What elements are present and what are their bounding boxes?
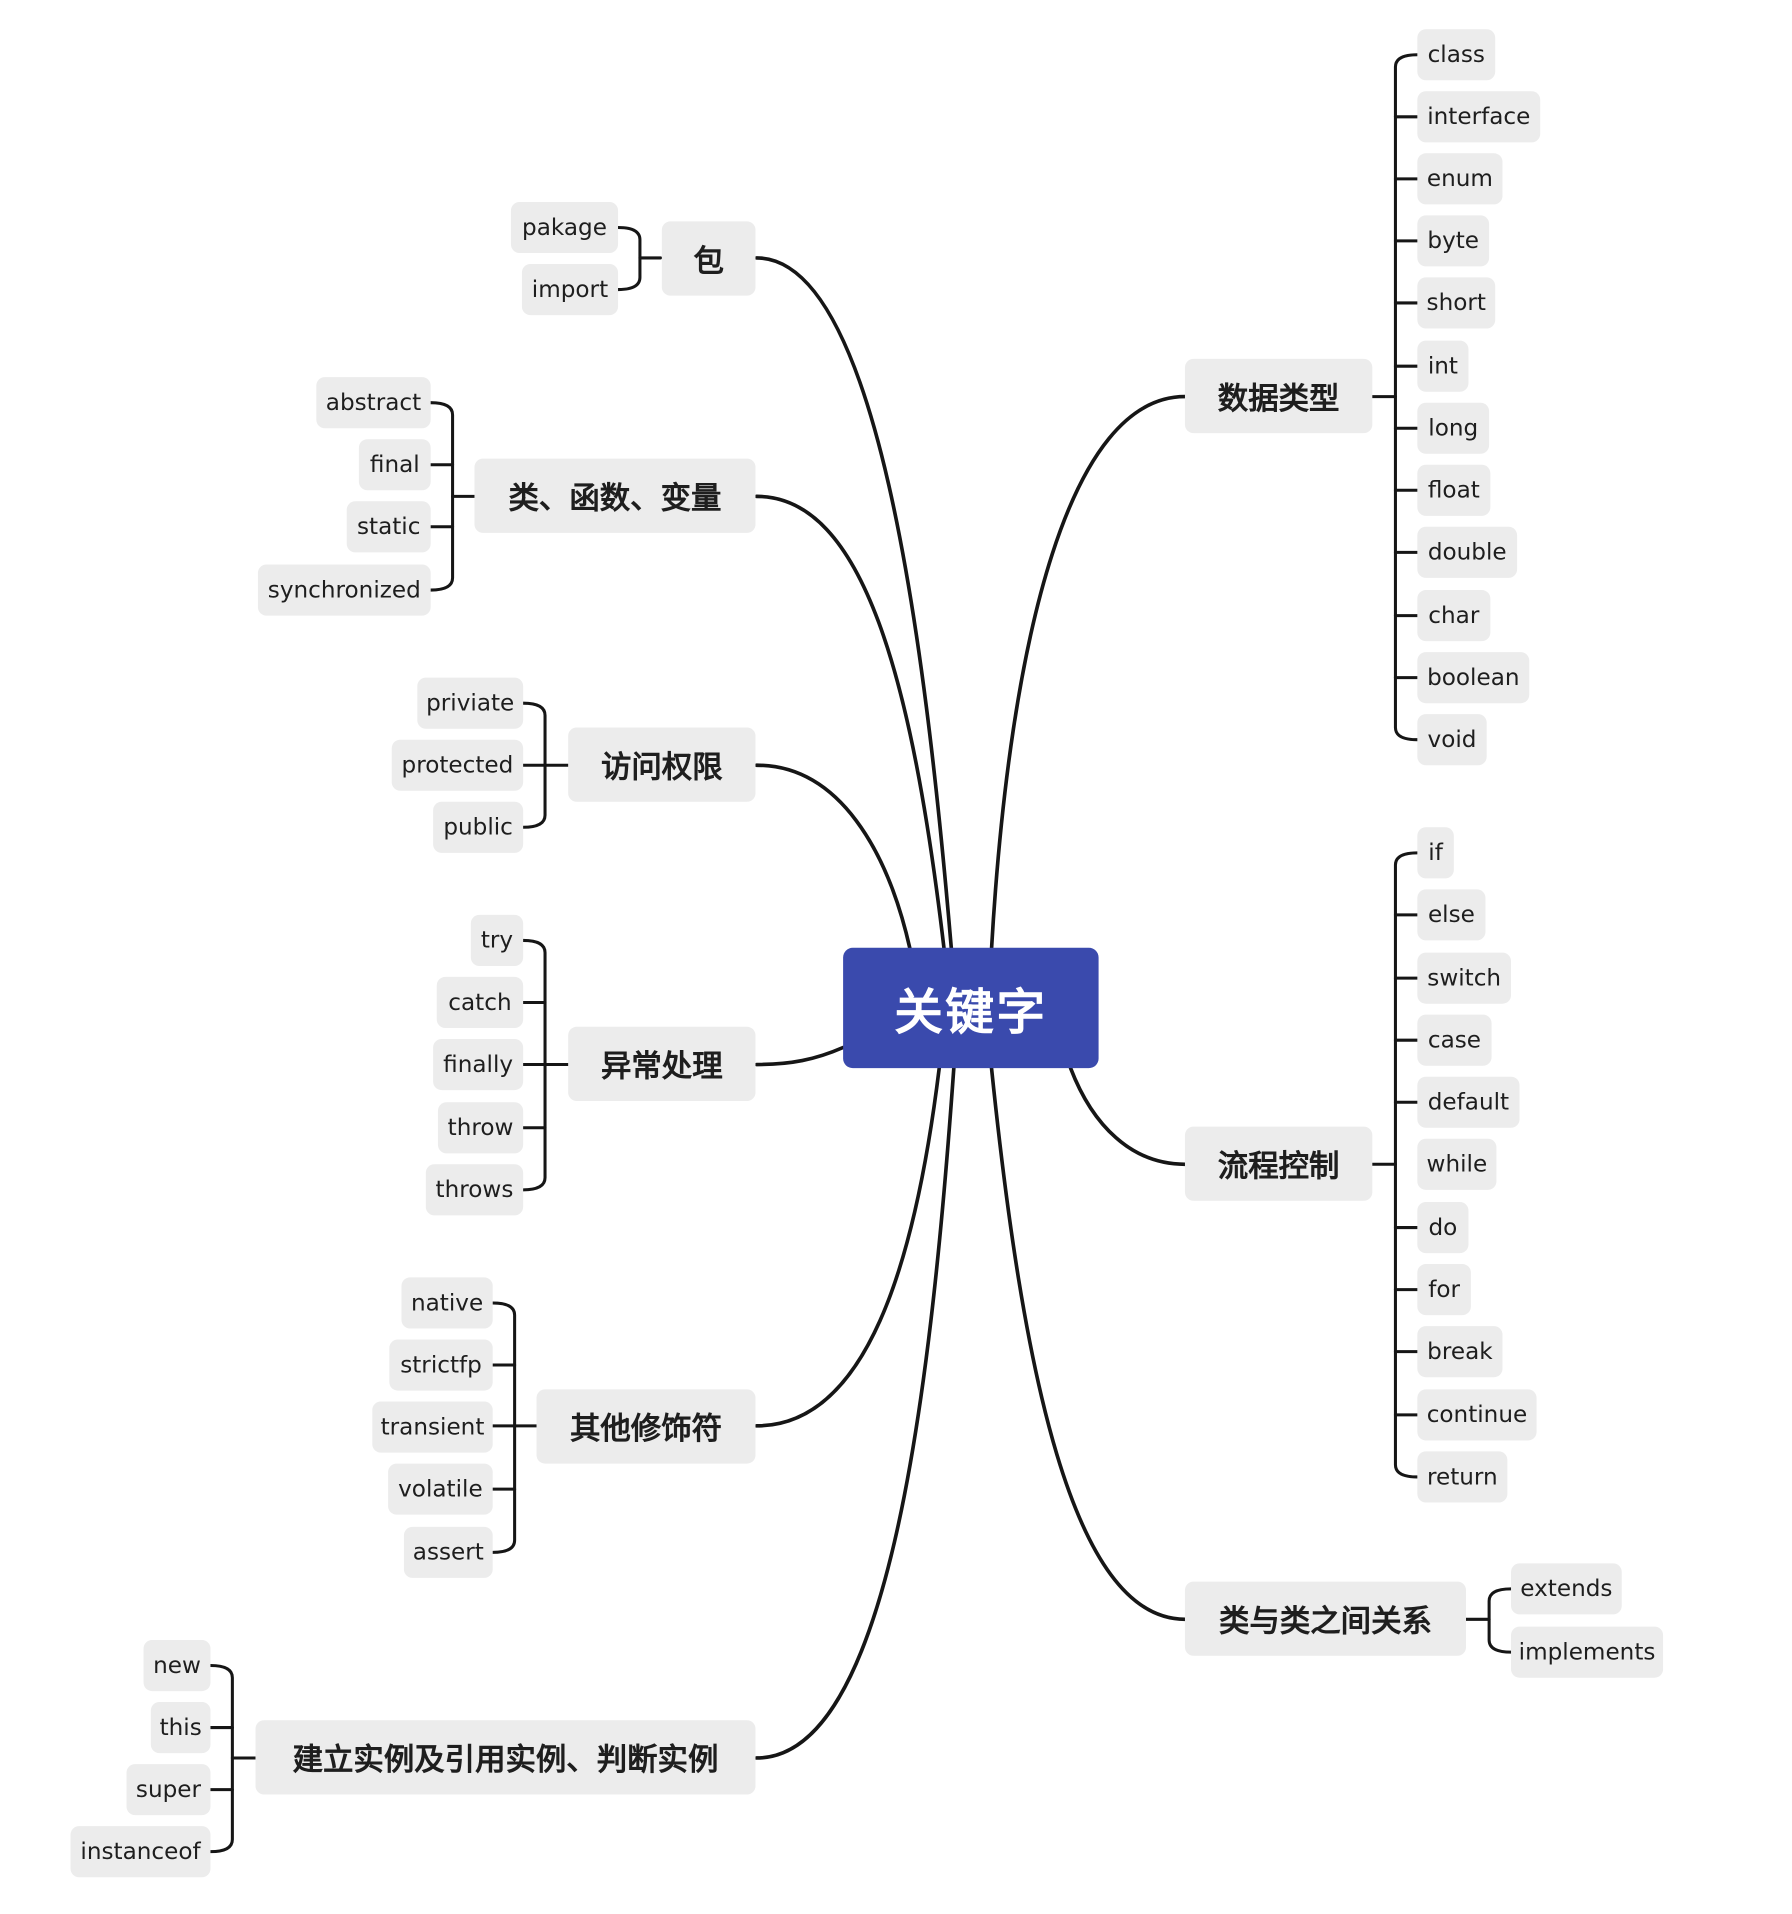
leaf-default[interactable]: default <box>1417 1076 1520 1128</box>
bracket-class-func-var <box>429 401 476 592</box>
leaf-try[interactable]: try <box>470 914 524 966</box>
leaf-long[interactable]: long <box>1417 402 1490 454</box>
branch-exception[interactable]: 异常处理 <box>568 1026 756 1102</box>
leaf-this[interactable]: this <box>150 1702 211 1754</box>
leaf-new[interactable]: new <box>143 1639 211 1692</box>
leaf-double[interactable]: double <box>1417 526 1518 578</box>
leaf-if[interactable]: if <box>1417 827 1454 879</box>
link-root-exception <box>754 1045 845 1067</box>
link-root-access <box>754 763 912 951</box>
leaf-finally[interactable]: finally <box>433 1038 524 1091</box>
leaf-boolean[interactable]: boolean <box>1417 652 1530 704</box>
link-root-data-types <box>989 394 1187 951</box>
leaf-float[interactable]: float <box>1417 464 1491 516</box>
link-root-package <box>754 256 954 951</box>
bracket-flow-control <box>1370 851 1419 1479</box>
leaf-strictfp[interactable]: strictfp <box>389 1339 493 1391</box>
leaf-private[interactable]: priviate <box>417 677 524 729</box>
leaf-throw[interactable]: throw <box>437 1102 524 1154</box>
leaf-assert[interactable]: assert <box>403 1526 493 1578</box>
bracket-exception <box>521 938 570 1192</box>
leaf-case[interactable]: case <box>1417 1014 1492 1066</box>
bracket-access <box>521 701 570 829</box>
branch-access[interactable]: 访问权限 <box>568 727 756 802</box>
leaf-transient[interactable]: transient <box>372 1401 493 1453</box>
leaf-short[interactable]: short <box>1417 277 1496 329</box>
leaf-static[interactable]: static <box>346 501 431 553</box>
leaf-interface[interactable]: interface <box>1417 91 1541 143</box>
bracket-data-types <box>1370 53 1419 742</box>
leaf-instanceof[interactable]: instanceof <box>70 1826 211 1878</box>
bracket-package <box>616 225 663 292</box>
leaf-volatile[interactable]: volatile <box>388 1463 493 1515</box>
leaf-final[interactable]: final <box>358 439 431 491</box>
leaf-do[interactable]: do <box>1417 1202 1469 1254</box>
leaf-extends[interactable]: extends <box>1511 1563 1622 1615</box>
link-root-flow-control <box>1068 1066 1187 1167</box>
leaf-abstract[interactable]: abstract <box>316 377 431 429</box>
link-root-other-modifiers <box>754 1066 942 1428</box>
leaf-int[interactable]: int <box>1417 340 1469 392</box>
leaf-else[interactable]: else <box>1417 889 1486 941</box>
leaf-package[interactable]: pakage <box>510 201 619 254</box>
leaf-void[interactable]: void <box>1417 714 1487 766</box>
branch-class-relations[interactable]: 类与类之间关系 <box>1184 1581 1467 1656</box>
leaf-protected[interactable]: protected <box>391 739 524 791</box>
leaf-super[interactable]: super <box>126 1764 211 1816</box>
leaf-byte[interactable]: byte <box>1417 215 1490 267</box>
link-root-instance <box>754 1066 956 1760</box>
branch-flow-control[interactable]: 流程控制 <box>1184 1126 1373 1201</box>
leaf-while[interactable]: while <box>1417 1138 1497 1190</box>
leaf-import[interactable]: import <box>521 264 619 316</box>
branch-package[interactable]: 包 <box>661 221 756 296</box>
leaf-char[interactable]: char <box>1417 590 1491 642</box>
leaf-break[interactable]: break <box>1417 1326 1503 1378</box>
leaf-switch[interactable]: switch <box>1417 952 1512 1004</box>
branch-other-modifiers[interactable]: 其他修饰符 <box>536 1389 756 1464</box>
leaf-return[interactable]: return <box>1417 1451 1508 1503</box>
leaf-for[interactable]: for <box>1417 1264 1471 1316</box>
leaf-implements[interactable]: implements <box>1511 1626 1664 1678</box>
branch-data-types[interactable]: 数据类型 <box>1184 358 1373 434</box>
link-root-class-relations <box>989 1066 1187 1622</box>
branch-class-func-var[interactable]: 类、函数、变量 <box>474 458 756 533</box>
leaf-continue[interactable]: continue <box>1417 1389 1537 1441</box>
leaf-native[interactable]: native <box>401 1277 493 1329</box>
bracket-class-relations <box>1464 1587 1513 1654</box>
leaf-catch[interactable]: catch <box>436 976 524 1029</box>
root-node[interactable]: 关键字 <box>843 947 1099 1069</box>
branch-instance[interactable]: 建立实例及引用实例、判断实例 <box>255 1720 756 1795</box>
leaf-enum[interactable]: enum <box>1417 153 1503 205</box>
bracket-instance <box>208 1664 258 1854</box>
leaf-class[interactable]: class <box>1417 29 1496 81</box>
link-root-class-func-var <box>754 494 946 951</box>
leaf-public[interactable]: public <box>433 801 524 853</box>
leaf-synchronized[interactable]: synchronized <box>257 564 431 616</box>
leaf-throws[interactable]: throws <box>425 1164 524 1216</box>
bracket-other-modifiers <box>491 1301 539 1554</box>
